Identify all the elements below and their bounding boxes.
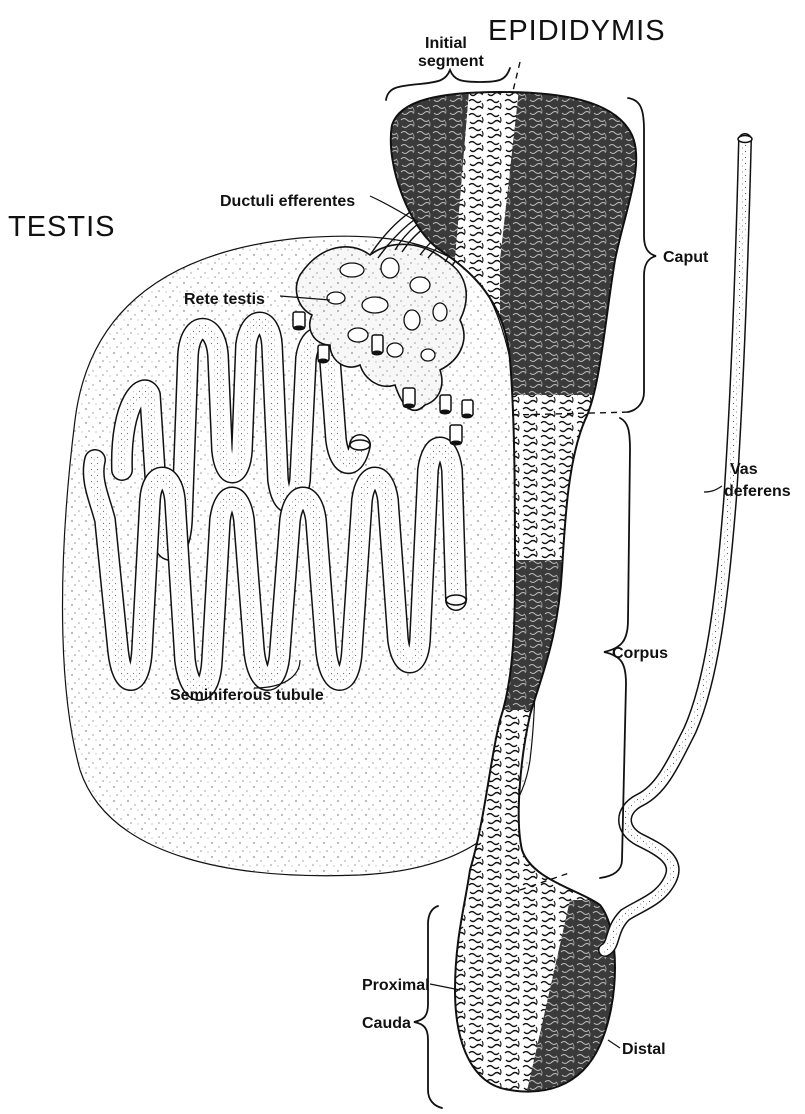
distal-label: Distal [622,1041,666,1058]
seminiferous-tubule-label: Seminiferous tubule [170,687,324,704]
caput-label: Caput [663,249,709,266]
initial-segment-label-line2: segment [418,53,484,70]
ductuli-efferentes-label: Ductuli efferentes [220,193,355,210]
corpus-label: Corpus [612,645,668,662]
testis-title: TESTIS [8,211,116,243]
rete-testis-label: Rete testis [184,291,265,308]
vas-deferens-label-line1: Vas [730,461,758,478]
initial-segment-label-line1: Initial [425,35,467,52]
proximal-label: Proximal [362,977,430,994]
cauda-brace [414,906,442,1108]
epididymis-title: EPIDIDYMIS [488,15,666,47]
vas-deferens-label-line2: deferens [724,483,791,500]
cauda-label: Cauda [362,1015,411,1032]
